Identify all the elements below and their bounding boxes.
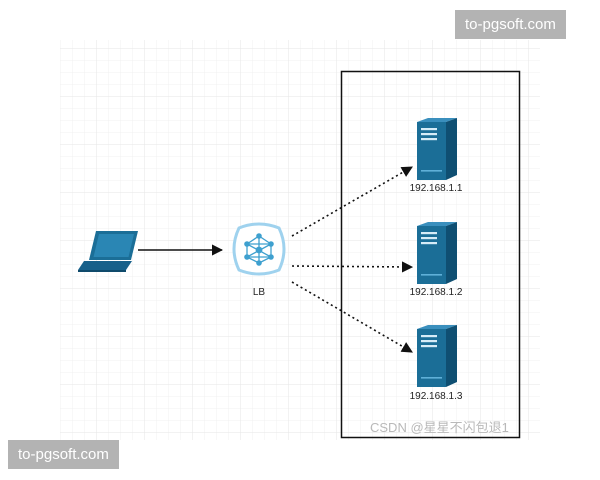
- csdn-credit: CSDN @星星不闪包退1: [370, 420, 509, 435]
- server-2-ip-label: 192.168.1.2: [409, 287, 463, 298]
- server-icon-3: [417, 325, 457, 387]
- server-1-ip-label: 192.168.1.1: [409, 183, 463, 194]
- edge-lb-to-server-3: [291, 281, 413, 353]
- grid-background: [60, 40, 540, 440]
- server-group-frame: [340, 70, 521, 439]
- server-3-ip-label: 192.168.1.3: [409, 391, 463, 402]
- edge-lb-to-server-2: [291, 261, 414, 273]
- server-icon-2: [417, 222, 457, 284]
- network-hub-icon: [232, 222, 286, 276]
- server-icon-1: [417, 118, 457, 180]
- laptop-icon: [78, 231, 138, 272]
- edge-lb-to-server-1: [291, 166, 413, 237]
- lb-label: LB: [252, 287, 266, 298]
- watermark-top: to-pgsoft.com: [455, 10, 566, 39]
- watermark-bottom: to-pgsoft.com: [8, 440, 119, 469]
